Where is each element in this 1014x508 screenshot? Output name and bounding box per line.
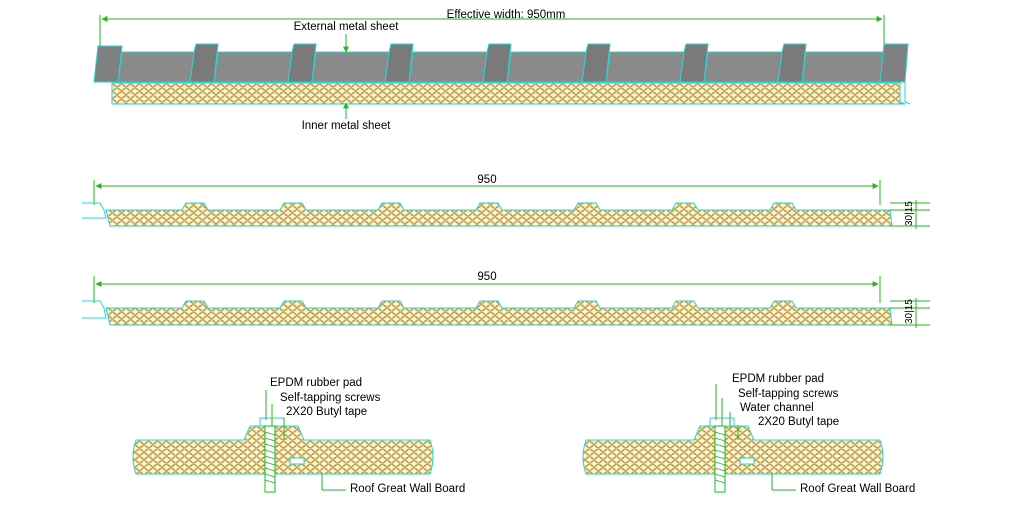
profile-a: 950 30|15 (82, 174, 930, 229)
metal-rib (777, 43, 807, 83)
metal-rib (581, 43, 611, 83)
profile-b-shape (105, 300, 893, 326)
end-lap (879, 43, 909, 83)
metal-rib (189, 43, 219, 83)
width-dimension: Effective width: 950mm (99, 9, 885, 78)
profile-a-thickness-label: 30|15 (904, 201, 915, 226)
joint-right: EPDM rubber pad Self-tapping screws Wate… (582, 373, 915, 495)
profile-b-width-label: 950 (477, 271, 496, 283)
metal-rib (384, 43, 414, 83)
joint-right-board-label: Roof Great Wall Board (800, 483, 915, 495)
joint-right-label-1: Self-tapping screws (738, 388, 839, 400)
top-panel: Effective width: 950mm External metal sh… (93, 9, 911, 132)
external-sheet-surface (117, 51, 885, 83)
joint-left-board (132, 425, 434, 475)
joint-right-label-3: 2X20 Butyl tape (758, 416, 839, 428)
width-label: Effective width: 950mm (447, 9, 566, 21)
foam-core (111, 82, 906, 105)
joint-left-label-0: EPDM rubber pad (270, 377, 362, 389)
joint-left: EPDM rubber pad Self-tapping screws 2X20… (132, 377, 465, 495)
metal-rib (482, 43, 512, 83)
joint-left-label-2: 2X20 Butyl tape (286, 406, 367, 418)
screw-icon (714, 425, 726, 493)
profile-a-width-label: 950 (477, 174, 496, 186)
joint-left-board-label: Roof Great Wall Board (350, 483, 465, 495)
profile-b-thickness-label: 30|15 (904, 299, 915, 324)
profile-b: 950 30|15 (82, 271, 930, 328)
inner-sheet-label: Inner metal sheet (302, 120, 392, 132)
joint-left-label-1: Self-tapping screws (280, 392, 381, 404)
metal-rib (287, 43, 317, 83)
external-sheet-label: External metal sheet (294, 21, 400, 33)
joint-right-board (582, 425, 884, 475)
joint-right-label-2: Water channel (740, 402, 814, 414)
external-metal-sheet (93, 45, 123, 83)
butyl-tape (289, 457, 305, 465)
screw-icon (264, 425, 276, 493)
metal-rib (679, 43, 709, 83)
butyl-tape (739, 457, 755, 465)
profile-a-shape (105, 202, 893, 227)
joint-right-label-0: EPDM rubber pad (732, 373, 824, 385)
